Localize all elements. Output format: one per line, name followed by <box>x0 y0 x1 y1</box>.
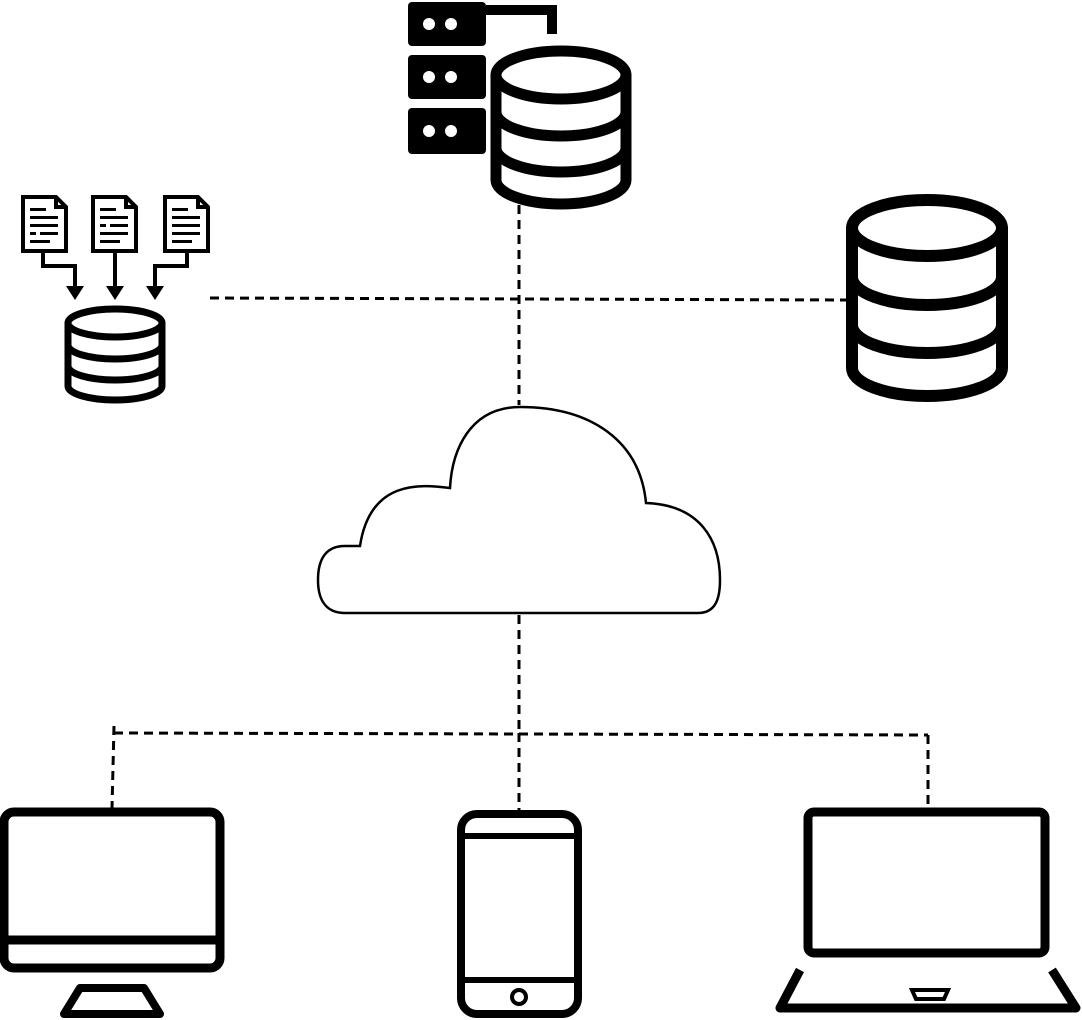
ingest-arrows <box>41 251 189 292</box>
server-leds <box>423 18 457 137</box>
database-icon <box>846 194 1008 402</box>
document-icon <box>21 195 68 253</box>
document-icon <box>163 195 210 253</box>
server-database-icon <box>408 2 632 210</box>
document-icons <box>21 195 210 253</box>
edge-ingest-to-database <box>209 296 849 302</box>
trackpad-notch <box>908 988 952 1001</box>
server-db-stack <box>490 45 632 210</box>
edge-hub-to-desktop <box>110 725 116 809</box>
document-icon <box>91 195 138 253</box>
document-text-lines <box>30 208 200 243</box>
edge-hub-horizontal <box>113 731 929 737</box>
server-link-bracket <box>486 5 557 34</box>
connectors <box>110 205 930 810</box>
desktop-monitor-icon <box>0 807 225 1018</box>
laptop-icon <box>775 807 1081 1013</box>
arrow-heads <box>66 286 164 300</box>
cloud-icon <box>316 405 722 615</box>
home-button-icon <box>510 988 528 1006</box>
smartphone-icon <box>457 810 582 1018</box>
ingest-db-stack <box>64 305 166 404</box>
document-ingest-database-icon <box>21 195 210 404</box>
